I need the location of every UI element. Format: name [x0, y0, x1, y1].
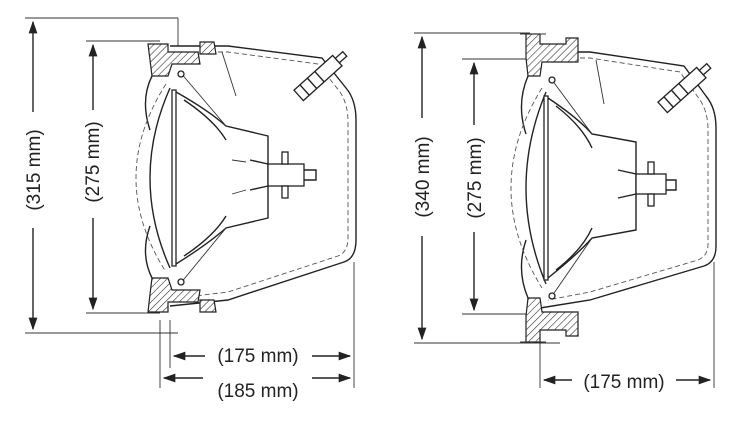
left-depth-short-label: (175 mm) — [217, 346, 298, 367]
left-lens-height-label: (275 mm) — [83, 121, 104, 202]
left-depth-long-label: (185 mm) — [217, 381, 298, 402]
left-outer-height-dimension: (315 mm) — [24, 20, 45, 331]
right-outer-height-dimension: (340 mm) — [413, 35, 434, 341]
right-outer-height-label: (340 mm) — [413, 136, 434, 217]
left-housing — [135, 41, 357, 313]
left-figure: (315 mm) (275 mm) (175 mm) (185 mm) — [24, 17, 357, 402]
right-depth-dimension: (175 mm) — [542, 372, 712, 393]
right-figure: (340 mm) (275 mm) (175 mm) — [413, 32, 717, 393]
right-depth-label: (175 mm) — [583, 372, 664, 393]
right-lens-height-dimension: (275 mm) — [465, 61, 486, 312]
left-depth-short-dimension: (175 mm) — [172, 346, 352, 367]
left-depth-long-dimension: (185 mm) — [162, 373, 352, 402]
left-lens-height-dimension: (275 mm) — [83, 43, 104, 311]
right-housing — [510, 33, 717, 343]
left-outer-height-label: (315 mm) — [24, 129, 45, 210]
right-lens-height-label: (275 mm) — [465, 137, 486, 218]
